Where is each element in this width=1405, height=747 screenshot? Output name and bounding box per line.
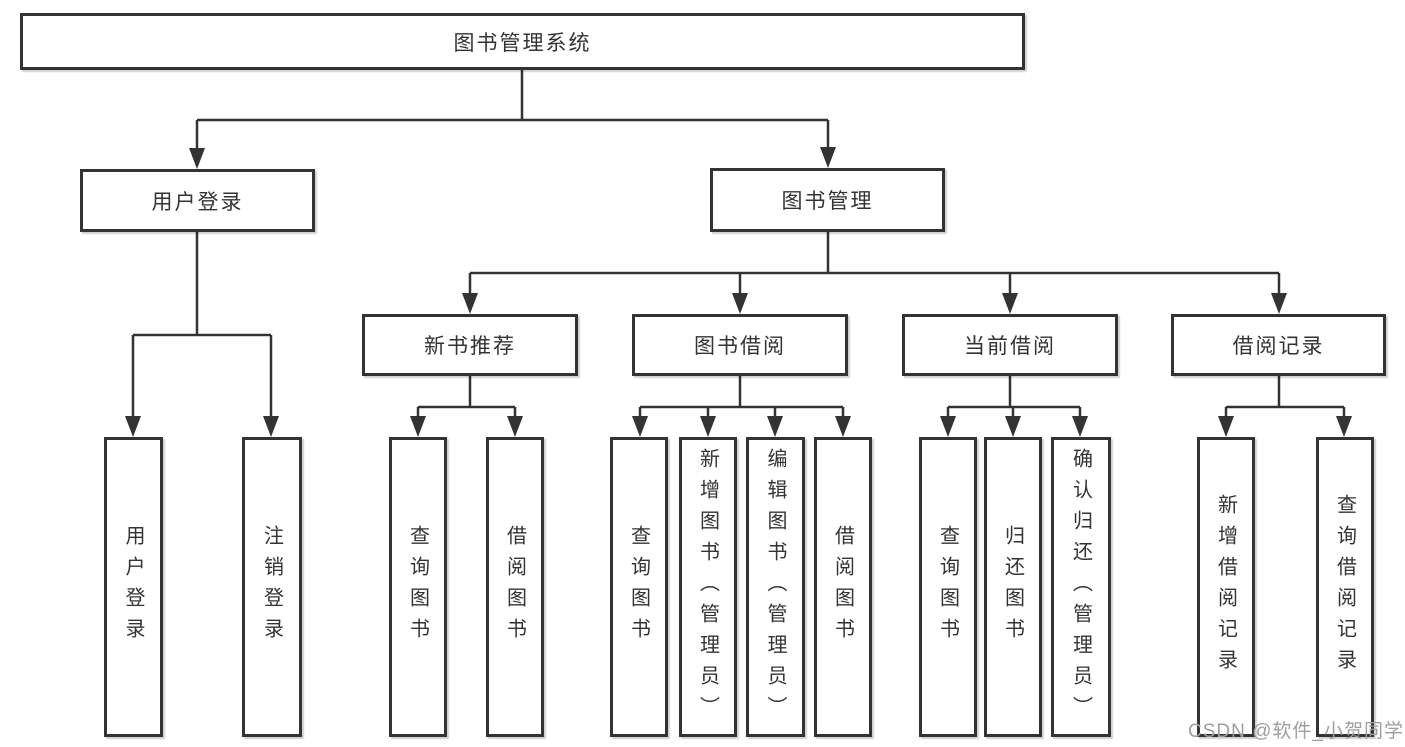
leaf-logout-label: 注销登录 — [260, 525, 283, 649]
connector-paths — [131, 70, 1346, 420]
leaf-user-login: 用户登录 — [104, 437, 163, 737]
leaf-query-books-3: 查询图书 — [919, 437, 977, 737]
leaf-borrow-books-1: 借阅图书 — [486, 437, 544, 737]
leaf-add-borrow-record: 新增借阅记录 — [1197, 437, 1255, 737]
node-book-management: 图书管理 — [710, 168, 945, 232]
leaf-borrow-books-2: 借阅图书 — [814, 437, 872, 737]
leaf-borrow-books-2-label: 借阅图书 — [831, 525, 854, 649]
leaf-query-borrow-record: 查询借阅记录 — [1316, 437, 1374, 737]
leaf-logout: 注销登录 — [242, 437, 302, 737]
leaf-edit-books-admin: 编辑图书（管理员） — [746, 437, 805, 737]
leaf-confirm-return-admin: 确认归还（管理员） — [1051, 437, 1111, 737]
leaf-add-books-admin-label: 新增图书（管理员） — [696, 447, 719, 727]
node-new-book-recommendation: 新书推荐 — [362, 314, 578, 376]
leaf-return-books-label: 归还图书 — [1001, 525, 1024, 649]
leaf-add-borrow-record-label: 新增借阅记录 — [1214, 494, 1237, 680]
node-current-borrowing: 当前借阅 — [902, 314, 1118, 376]
leaf-query-books-2-label: 查询图书 — [627, 525, 650, 649]
leaf-confirm-return-admin-label: 确认归还（管理员） — [1069, 447, 1092, 727]
leaf-return-books: 归还图书 — [984, 437, 1042, 737]
leaf-query-books-1-label: 查询图书 — [406, 525, 429, 649]
leaf-user-login-label: 用户登录 — [122, 525, 144, 649]
leaf-edit-books-admin-label: 编辑图书（管理员） — [764, 447, 786, 727]
node-book-borrowing: 图书借阅 — [632, 314, 848, 376]
leaf-query-borrow-record-label: 查询借阅记录 — [1333, 494, 1356, 680]
leaf-query-books-3-label: 查询图书 — [936, 525, 959, 649]
leaf-add-books-admin: 新增图书（管理员） — [679, 437, 737, 737]
leaf-query-books-2: 查询图书 — [610, 437, 668, 737]
node-user-login: 用户登录 — [80, 169, 315, 232]
csdn-watermark: CSDN @软件_小贺同学 — [1188, 721, 1404, 742]
node-library-management-system: 图书管理系统 — [20, 13, 1025, 70]
leaf-query-books-1: 查询图书 — [389, 437, 447, 737]
node-borrowing-records: 借阅记录 — [1171, 314, 1386, 376]
leaf-borrow-books-1-label: 借阅图书 — [503, 525, 526, 649]
